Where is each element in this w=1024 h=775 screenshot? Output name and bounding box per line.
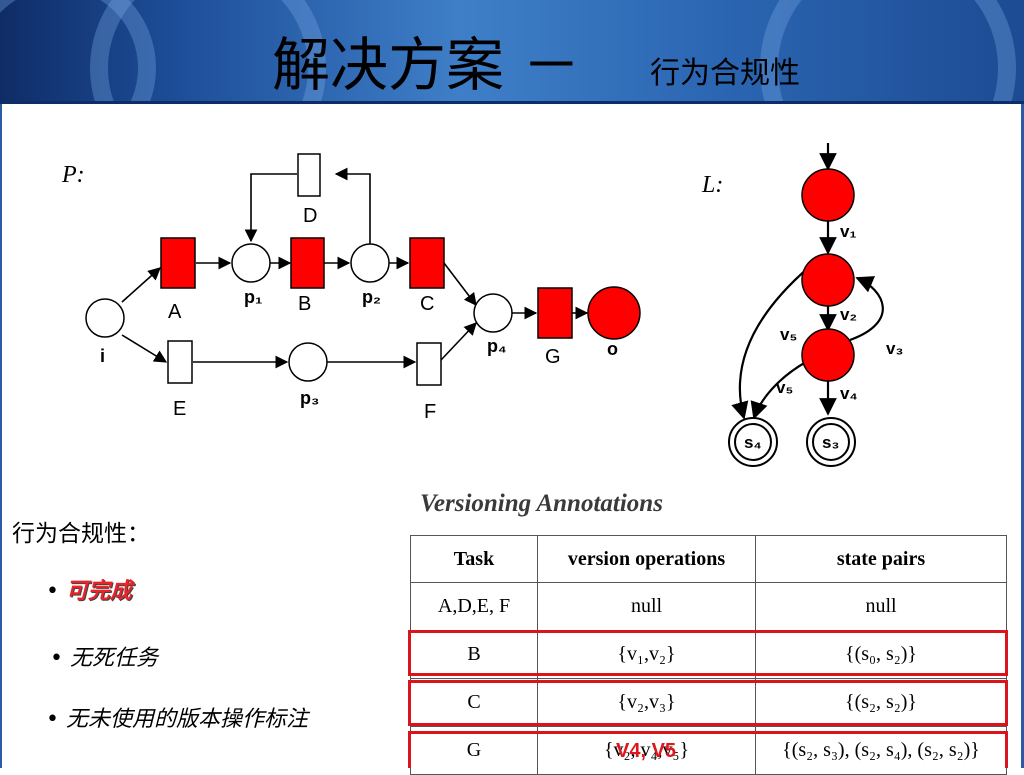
frame-border-left xyxy=(0,104,2,768)
table-cell: A,D,E, F xyxy=(410,582,538,631)
table-row: B {v₁,v₂} {(s₀, s₂)} xyxy=(410,630,1007,679)
property-item-text: 无未使用的版本操作标注 xyxy=(65,707,308,732)
table-row: A,D,E, F null null xyxy=(410,582,1007,631)
lts-label-v3: v₃ xyxy=(886,339,903,358)
table-cell: G xyxy=(410,726,538,775)
lts-state-s4-inner xyxy=(734,423,772,461)
properties-heading: 行为合规性： xyxy=(12,521,150,547)
node-label-o: o xyxy=(607,339,618,359)
lts-state-s0 xyxy=(801,168,855,222)
table-cell: {(s₀, s₂)} xyxy=(755,630,1007,679)
row-highlight-c xyxy=(408,680,1008,726)
page-title: 解决方案 － xyxy=(272,31,581,99)
transition-A xyxy=(160,237,196,289)
node-label-G: G xyxy=(545,346,561,368)
node-label-p1: p₁ xyxy=(244,287,262,307)
node-label-E: E xyxy=(173,398,186,420)
annotations-table: Task version operations state pairs A,D,… xyxy=(410,535,1007,775)
lts-label-s4: s₄ xyxy=(744,433,762,452)
node-label-i: i xyxy=(100,346,105,366)
node-label-p2: p₂ xyxy=(362,287,381,307)
transition-E xyxy=(167,340,193,384)
property-item: • 可完成 xyxy=(46,579,132,604)
table-row: G {v₂, v₄,v₅} {(s₂, s₃), (s₂, s₄), (s₂, … xyxy=(410,726,1007,775)
lts-label: L: xyxy=(702,172,724,198)
transition-C xyxy=(409,237,445,289)
place-p2 xyxy=(350,243,390,283)
transition-F xyxy=(416,342,442,386)
node-label-p4: p₄ xyxy=(487,336,507,356)
column-header: Task xyxy=(410,535,538,583)
place-p3 xyxy=(288,342,328,382)
header-divider xyxy=(0,101,1024,104)
lts-state-s1 xyxy=(801,253,855,307)
place-i xyxy=(85,298,125,338)
lts-label-v1: v₁ xyxy=(840,222,857,241)
lts-state-s3-inner xyxy=(812,423,850,461)
row-highlight-g xyxy=(408,731,1008,768)
lts-label-v5-outer: v₅ xyxy=(780,325,797,344)
table-cell: {v₂, v₄,v₅} xyxy=(537,726,756,775)
row-highlight-b xyxy=(408,630,1008,676)
lts-label-v2: v₂ xyxy=(840,305,857,324)
place-o xyxy=(587,286,641,340)
transition-G xyxy=(537,287,573,339)
node-label-C: C xyxy=(420,293,434,315)
arc-i-A xyxy=(121,267,161,303)
header-banner xyxy=(0,0,1024,104)
arc-i-E xyxy=(121,334,168,363)
table-cell: {(s₂, s₂)} xyxy=(755,678,1007,727)
lts-edge-v3 xyxy=(849,276,884,342)
property-item-text: 可完成 xyxy=(65,579,132,604)
table-cell: {(s₂, s₃), (s₂, s₄), (s₂, s₂)} xyxy=(755,726,1007,775)
lts-edge-v5-inner xyxy=(750,361,807,420)
column-header: version operations xyxy=(537,535,756,583)
petri-net-label: P: xyxy=(62,162,85,188)
table-row: C {v₂,v₃} {(s₂, s₂)} xyxy=(410,678,1007,727)
node-label-p3: p₃ xyxy=(300,388,319,408)
overlay-annotation: V4, V5 xyxy=(616,740,677,762)
frame-border-right xyxy=(1021,104,1024,768)
lts-label-v5-inner: v₅ xyxy=(776,378,793,397)
lts-state-s2 xyxy=(801,328,855,382)
arc-C-p4 xyxy=(443,262,477,307)
arc-p2-D xyxy=(334,167,371,244)
lts-label-s3: s₃ xyxy=(822,433,839,452)
arc-F-p4 xyxy=(440,322,477,361)
property-item: • 无未使用的版本操作标注 xyxy=(46,707,308,732)
table-cell: {v₂,v₃} xyxy=(537,678,756,727)
table-header-row: Task version operations state pairs xyxy=(410,535,1007,583)
annotations-title: Versioning Annotations xyxy=(420,490,663,517)
transition-D xyxy=(297,153,321,197)
table-cell: null xyxy=(537,582,756,631)
node-label-D: D xyxy=(303,205,317,227)
place-p4 xyxy=(473,293,513,333)
place-p1 xyxy=(231,243,271,283)
arc-D-p1 xyxy=(244,173,297,243)
table-cell: null xyxy=(755,582,1007,631)
property-item: • 无死任务 xyxy=(50,646,158,671)
property-item-text: 无死任务 xyxy=(69,646,158,671)
transition-B xyxy=(290,237,325,289)
column-header: state pairs xyxy=(755,535,1007,583)
lts-label-v4: v₄ xyxy=(840,384,858,403)
node-label-B: B xyxy=(298,293,311,315)
page-subtitle: 行为合规性 xyxy=(650,56,800,91)
node-label-F: F xyxy=(424,401,436,423)
lts-edge-v5-outer xyxy=(731,267,809,420)
node-label-A: A xyxy=(168,301,182,323)
